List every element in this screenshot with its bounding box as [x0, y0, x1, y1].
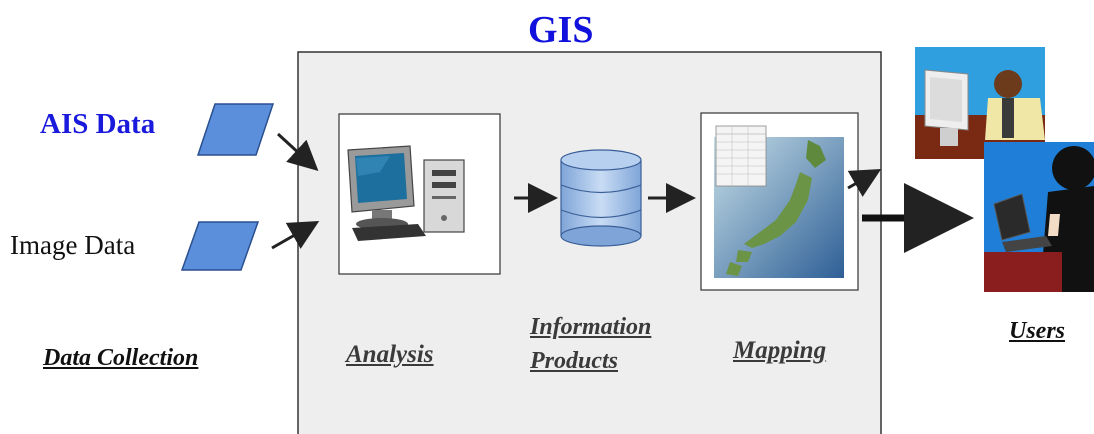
users-label: Users: [1009, 318, 1066, 344]
image-data-label: Image Data: [10, 230, 136, 260]
computer-icon: [347, 145, 465, 241]
diagram-title: GIS: [528, 9, 594, 51]
analysis-label: Analysis: [346, 341, 434, 368]
image-data-parallelogram-icon: [180, 221, 260, 271]
information-products-line2: Products: [530, 348, 619, 374]
information-products-label: Information Products: [530, 310, 651, 378]
ais-to-analysis-arrow: [276, 132, 319, 172]
mapping-label: Mapping: [733, 337, 827, 364]
users-icon: [915, 47, 1094, 292]
image-to-analysis-arrow: [271, 221, 320, 250]
database-icon: [560, 149, 642, 247]
ais-data-parallelogram-icon: [196, 103, 275, 156]
mapping-to-users-small-arrow: [847, 169, 882, 197]
data-collection-label: Data Collection: [43, 345, 199, 371]
ais-data-label: AIS Data: [40, 108, 156, 140]
information-products-line1: Information: [530, 314, 652, 340]
japan-map-icon: [714, 125, 844, 278]
